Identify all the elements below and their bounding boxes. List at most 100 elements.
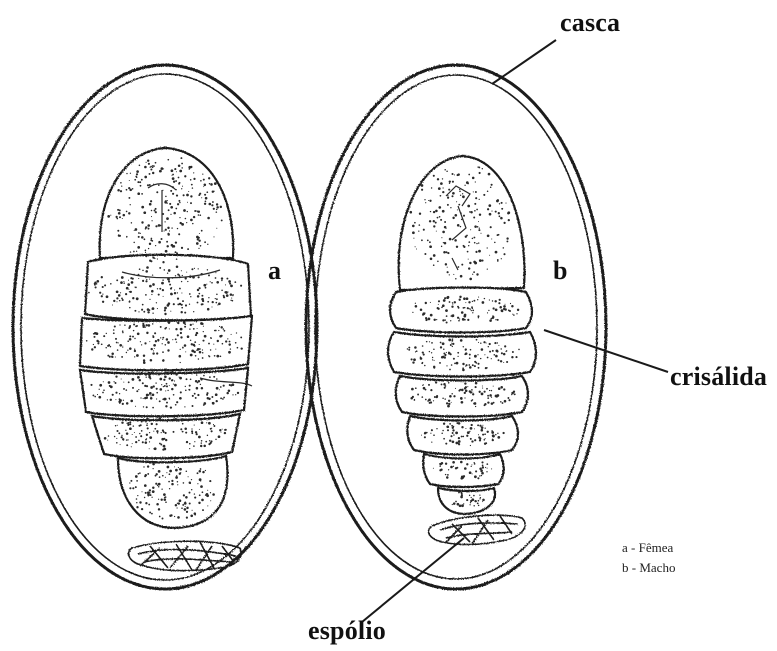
stipple-dot — [208, 177, 210, 179]
stipple-dot — [218, 435, 221, 438]
stipple-dot — [198, 502, 200, 504]
stipple-dot — [163, 379, 165, 381]
stipple-dot — [451, 306, 453, 308]
stipple-dot — [419, 224, 421, 226]
stipple-dot — [449, 439, 451, 441]
stipple-dot — [215, 349, 216, 350]
stipple-dot — [121, 435, 122, 436]
stipple-dot — [169, 377, 171, 379]
stipple-dot — [494, 354, 496, 356]
stipple-dot — [160, 388, 163, 391]
stipple-dot — [123, 440, 124, 441]
stipple-dot — [488, 173, 491, 176]
stipple-dot — [191, 343, 193, 345]
stipple-dot — [116, 216, 118, 218]
stipple-dot — [218, 330, 219, 331]
stipple-dot — [190, 296, 191, 297]
stipple-dot — [192, 223, 193, 224]
stipple-dot — [197, 289, 199, 291]
stipple-dot — [471, 466, 472, 467]
stipple-dot — [148, 376, 151, 379]
stipple-dot — [128, 187, 130, 189]
stipple-dot — [424, 199, 425, 200]
stipple-dot — [123, 282, 125, 284]
stipple-dot — [208, 422, 211, 425]
stipple-dot — [132, 434, 133, 435]
stipple-dot — [461, 264, 463, 266]
stipple-dot — [445, 463, 447, 465]
stipple-dot — [203, 445, 206, 448]
stipple-dot — [199, 233, 200, 234]
stipple-dot — [439, 362, 441, 364]
stipple-dot — [495, 211, 497, 213]
stipple-dot — [469, 262, 471, 264]
stipple-dot — [190, 179, 192, 181]
stipple-dot — [147, 308, 150, 311]
stipple-dot — [123, 382, 124, 383]
stipple-dot — [148, 248, 149, 249]
stipple-dot — [97, 342, 99, 344]
stipple-dot — [139, 433, 140, 434]
stipple-dot — [481, 429, 484, 432]
stipple-dot — [452, 343, 454, 345]
stipple-dot — [149, 432, 150, 433]
stipple-dot — [457, 352, 459, 354]
stipple-dot — [443, 242, 444, 243]
stipple-dot — [507, 397, 509, 399]
stipple-dot — [407, 348, 408, 349]
stipple-dot — [442, 342, 445, 345]
stipple-dot — [158, 470, 161, 473]
stipple-dot — [216, 206, 218, 208]
stipple-dot — [449, 301, 451, 303]
stipple-dot — [477, 166, 478, 167]
stipple-dot — [134, 432, 135, 433]
stipple-dot — [166, 402, 168, 404]
stipple-dot — [206, 284, 207, 285]
stipple-dot — [138, 372, 140, 374]
stipple-dot — [200, 322, 203, 325]
stipple-dot — [467, 319, 469, 321]
stipple-dot — [473, 505, 475, 507]
stipple-dot — [185, 419, 187, 421]
stipple-dot — [213, 208, 215, 210]
stipple-dot — [210, 492, 211, 493]
stipple-dot — [446, 170, 448, 172]
pupa-a-label: a — [268, 258, 281, 284]
stipple-dot — [171, 480, 173, 482]
stipple-dot — [427, 240, 429, 242]
stipple-dot — [127, 350, 128, 351]
stipple-dot — [489, 299, 490, 300]
stipple-dot — [468, 245, 469, 246]
stipple-dot — [135, 286, 137, 288]
stipple-dot — [186, 517, 188, 519]
stipple-dot — [94, 396, 96, 398]
stipple-dot — [179, 469, 180, 470]
stipple-dot — [458, 266, 460, 268]
stipple-dot — [139, 379, 141, 381]
stipple-dot — [467, 205, 470, 208]
stipple-dot — [491, 431, 494, 434]
stipple-dot — [156, 423, 158, 425]
stipple-dot — [121, 185, 122, 186]
stipple-dot — [204, 241, 206, 243]
stipple-dot — [174, 466, 175, 467]
stipple-dot — [462, 367, 464, 369]
stipple-dot — [478, 221, 479, 222]
stipple-dot — [189, 304, 190, 305]
stipple-dot — [110, 283, 112, 285]
stipple-dot — [479, 494, 480, 495]
stipple-dot — [115, 392, 117, 394]
stipple-dot — [441, 462, 443, 464]
stipple-dot — [466, 297, 469, 300]
stipple-dot — [212, 201, 214, 203]
stipple-dot — [223, 397, 225, 399]
stipple-dot — [461, 426, 463, 428]
stipple-dot — [170, 206, 173, 209]
stipple-dot — [157, 288, 158, 289]
stipple-dot — [486, 463, 488, 465]
stipple-dot — [222, 398, 224, 400]
stipple-dot — [498, 359, 500, 361]
stipple-dot — [464, 185, 465, 186]
stipple-dot — [152, 307, 155, 310]
stipple-dot — [440, 468, 442, 470]
